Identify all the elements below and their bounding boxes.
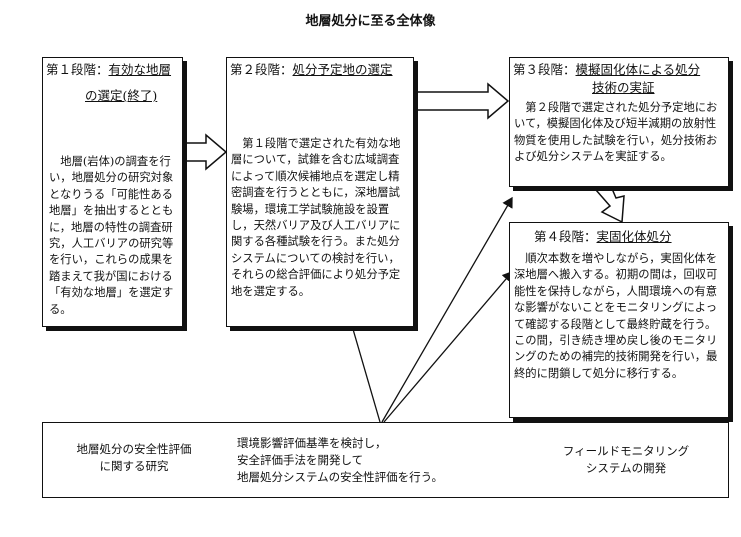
arrow-stage1-to-stage2: [183, 133, 228, 171]
stage1-box: 第１段階：有効な地層 の選定(終了) 地層(岩体)の調査を行い，地層処分の研究対…: [42, 57, 183, 327]
research-title-line1: 地層処分の安全性評価: [76, 442, 192, 456]
monitoring-line1: フィールドモニタリング: [562, 444, 690, 458]
arrow-stage3-to-stage4: [594, 183, 625, 224]
monitoring-line2: システムの開発: [585, 461, 667, 475]
stage3-heading-text: 模擬固化体による処分: [575, 62, 701, 77]
arrow-research-to-stage4: [383, 271, 513, 423]
arrow-stage2-to-stage3: [413, 82, 510, 120]
page-title: 地層処分に至る全体像: [305, 14, 436, 29]
research-title-line2: に関する研究: [99, 459, 169, 473]
research-item-1: 環境影響評価基準を検討し，: [237, 436, 387, 450]
research-item-2: 安全評価手法を開発して: [237, 453, 364, 467]
stage1-heading-line2: の選定(終了): [85, 88, 158, 103]
stage4-box: 第４段階：実固化体処分 順次本数を増やしながら，実固化体を深地層へ搬入する。初期…: [509, 222, 729, 418]
stage2-box: 第２段階：処分予定地の選定 第１段階で選定された有効な地層について，試錐を含む広…: [226, 57, 414, 327]
stage4-body: 順次本数を増やしながら，実固化体を深地層へ搬入する。初期の間は，回収可能性を保持…: [514, 252, 718, 380]
arrow-research-to-stage2: [344, 310, 381, 423]
research-item-3: 地層処分システムの安全性評価を行う。: [237, 470, 443, 484]
arrow-research-to-stage3: [381, 196, 513, 423]
stage4-heading-num: 第４段階：: [534, 229, 597, 244]
research-box: 地層処分の安全性評価 に関する研究 環境影響評価基準を検討し， 安全評価手法を開…: [42, 422, 729, 498]
stage4-heading-text: 実固化体処分: [596, 229, 672, 244]
stage3-heading-num: 第３段階：: [513, 62, 576, 77]
stage1-heading-text: 有効な地層: [108, 62, 172, 77]
stage2-heading-text: 処分予定地の選定: [292, 62, 393, 77]
stage1-heading-num: 第１段階：: [46, 62, 109, 77]
stage3-heading-line2: 技術の実証: [592, 80, 655, 95]
stage2-body: 第１段階で選定された有効な地層について，試錐を含む広域調査によって順次候補地点を…: [231, 137, 401, 298]
stage1-body: 地層(岩体)の調査を行い，地層処分の研究対象となりうる「可能性ある地層」を抽出す…: [49, 155, 174, 316]
stage2-heading-num: 第２段階：: [230, 62, 293, 77]
stage3-box: 第３段階：模擬固化体による処分 技術の実証 第２段階で選定された処分予定地におい…: [509, 57, 729, 187]
stage3-body: 第２段階で選定された処分予定地において，模擬固化体及び短半減期の放射性物質を使用…: [514, 101, 718, 164]
